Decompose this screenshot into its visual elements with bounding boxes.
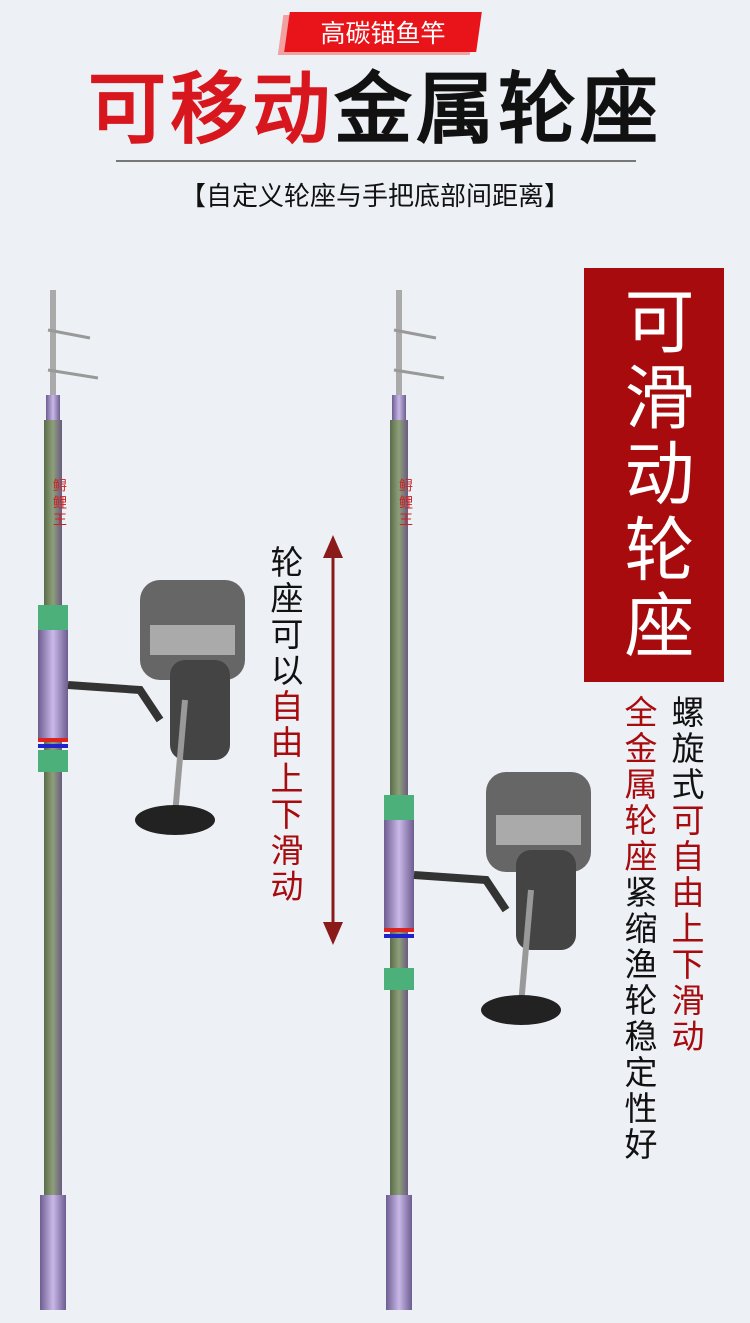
col1-red: 可自由上下滑动 [666,803,705,1055]
subtitle: 【自定义轮座与手把底部间距离】 [179,182,570,212]
left-rod [38,290,245,1310]
feature-box: 可滑动轮座 [584,268,724,682]
page-title: 可移动金属轮座 [0,62,750,158]
divider [116,160,636,162]
col2-black: 紧缩渔轮稳定性好 [619,875,658,1163]
col1-black: 螺旋式 [666,695,705,803]
rod-logo: 鲟鲤王 [397,478,413,529]
title-black: 金属轮座 [334,64,663,155]
left-note-red: 自由上下滑动 [265,689,304,905]
left-note: 轮座可以自由上下滑动 [265,545,304,905]
col2-red: 全金属轮座 [619,695,658,875]
title-red: 可移动 [87,64,334,155]
rod-logo: 鲟鲤王 [51,478,67,529]
up-down-arrow-icon [323,535,343,945]
right-note-col2: 全金属轮座紧缩渔轮稳定性好 [619,695,658,1163]
right-rod [384,290,591,1310]
left-note-black: 轮座可以 [265,545,304,689]
right-note-col1: 螺旋式可自由上下滑动 [666,695,705,1055]
